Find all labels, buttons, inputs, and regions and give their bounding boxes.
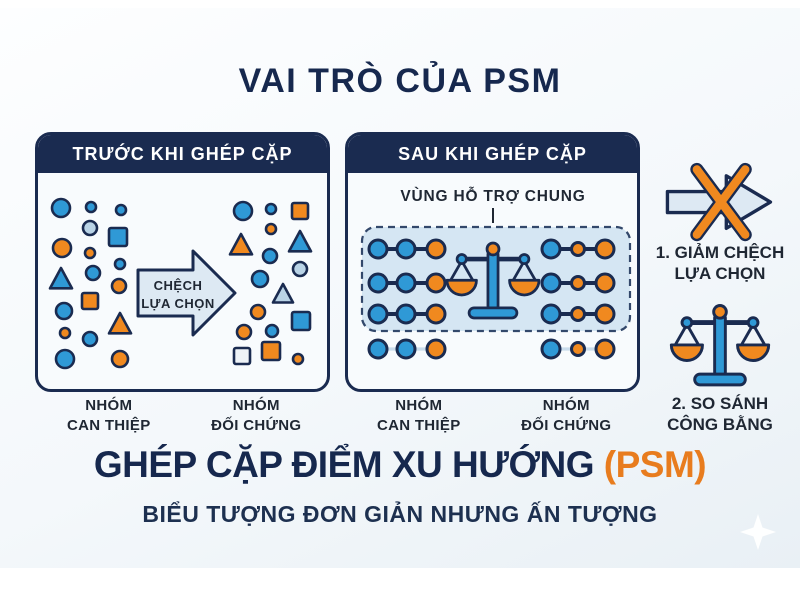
headline-accent: (PSM)	[603, 444, 707, 485]
subtitle: BIỂU TƯỢNG ĐƠN GIẢN NHƯNG ẤN TƯỢNG	[142, 501, 658, 527]
control-group-label: NHÓM ĐỐI CHỨNG	[211, 397, 302, 434]
crossed-arrow-icon	[665, 162, 773, 242]
balance-scale-icon	[669, 303, 771, 386]
headline: GHÉP CẶP ĐIỂM XU HƯỚNG (PSM)	[0, 444, 800, 486]
treatment-group-label: NHÓM CAN THIỆP	[66, 397, 151, 434]
panel-before-header: TRƯỚC KHI GHÉP CẶP	[38, 135, 327, 173]
panel-before-matching: TRƯỚC KHI GHÉP CẶP CHỆCH LỰA CHỌN	[35, 132, 330, 392]
svg-text:CHỆCH: CHỆCH	[154, 278, 203, 293]
sparkle-icon	[740, 514, 776, 550]
before-group-labels: NHÓM CAN THIỆP NHÓM ĐỐI CHỨNG	[35, 396, 330, 435]
page-title: VAI TRÒ CỦA PSM	[238, 62, 562, 100]
headline-main: GHÉP CẶP ĐIỂM XU HƯỚNG	[93, 444, 595, 485]
benefit-1-label: 1. GIẢM CHỆCH LỰA CHỌN	[655, 243, 785, 284]
benefits-sidebar: 1. GIẢM CHỆCH LỰA CHỌN 2. SO SÁNH CÔNG B…	[642, 160, 798, 435]
after-group-labels: NHÓM CAN THIỆP NHÓM ĐỐI CHỨNG	[345, 396, 640, 435]
treatment-group-label: NHÓM CAN THIỆP	[376, 397, 461, 434]
matched-pairs-canvas: VÙNG HỖ TRỢ CHUNG	[360, 187, 632, 360]
panel-after-header: SAU KHI GHÉP CẶP	[348, 135, 637, 173]
scatter-shapes-canvas: CHỆCH LỰA CHỌN	[48, 197, 313, 370]
svg-text:VÙNG HỖ TRỢ CHUNG: VÙNG HỖ TRỢ CHUNG	[400, 187, 585, 205]
control-group-label: NHÓM ĐỐI CHỨNG	[521, 397, 612, 434]
benefit-2-label: 2. SO SÁNH CÔNG BẰNG	[667, 393, 773, 434]
panel-after-matching: SAU KHI GHÉP CẶP VÙNG HỖ TRỢ CHUNG	[345, 132, 640, 392]
svg-text:LỰA CHỌN: LỰA CHỌN	[141, 296, 215, 311]
